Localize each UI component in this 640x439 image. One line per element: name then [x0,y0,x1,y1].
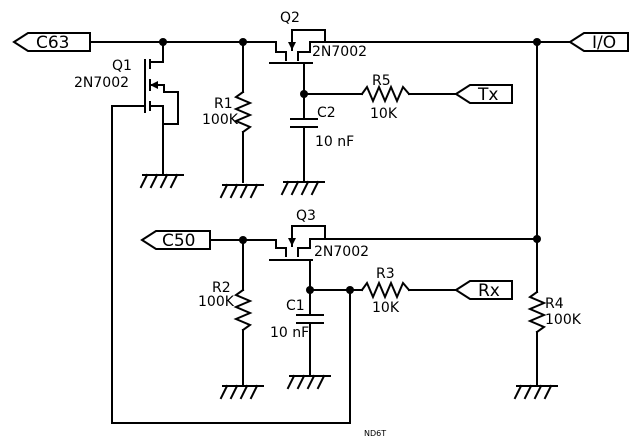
port-rx-label: Rx [478,281,500,301]
q1-part: 2N7002 [74,75,129,91]
r4-value: 100K [545,312,582,328]
ground-c1 [286,374,331,390]
q3-part: 2N7002 [314,244,369,260]
c1-value: 10 nF [270,325,309,341]
r1-ref: R1 [214,96,233,112]
feedback-wire [111,105,351,424]
resistor-r1: R1 100K [202,41,253,183]
r2-value: 100K [198,294,235,310]
transistor-q3: Q3 2N7002 [269,208,369,291]
port-tx-label: Tx [477,85,498,105]
io-bus [309,41,541,293]
q2-part: 2N7002 [312,44,367,60]
ground-q1 [139,173,184,189]
r3-value: 10K [372,300,400,316]
port-c63-label: C63 [36,33,70,53]
ground-r1 [219,183,264,199]
c2-value: 10 nF [315,134,354,150]
r2-ref: R2 [212,280,231,296]
resistor-r4: R4 100K [527,290,582,385]
resistor-r2: R2 100K [198,239,253,385]
port-io-label: I/O [592,33,616,53]
port-c50-label: C50 [162,231,196,251]
ground-r2 [219,384,264,400]
author-credit: ND6T [364,429,386,438]
r3-ref: R3 [376,266,395,282]
port-io: I/O [568,32,629,53]
r1-value: 100K [202,112,239,128]
transistor-q2: Q2 2N7002 [269,10,367,93]
tx-node [300,90,363,118]
r5-value: 10K [370,106,398,122]
resistor-r5: R5 10K [360,73,457,122]
junction-dot [533,235,541,243]
transistor-q1: Q1 2N7002 [74,41,179,176]
ground-r4 [513,384,558,400]
q3-ref: Q3 [296,208,316,224]
q2-ref: Q2 [280,10,300,26]
ground-c2 [280,180,325,196]
c1-ref: C1 [286,298,305,314]
port-tx: Tx [454,84,513,105]
q1-ref: Q1 [112,58,132,74]
capacitor-c2: C2 10 nF [290,105,354,181]
rx-node [306,286,363,314]
r5-ref: R5 [372,73,391,89]
c2-ref: C2 [317,105,336,121]
resistor-r3: R3 10K [360,266,457,316]
r4-ref: R4 [545,296,564,312]
port-c63: C63 [12,32,91,53]
capacitor-c1: C1 10 nF [270,298,324,375]
port-c50: C50 [140,230,211,251]
port-rx: Rx [454,280,513,301]
